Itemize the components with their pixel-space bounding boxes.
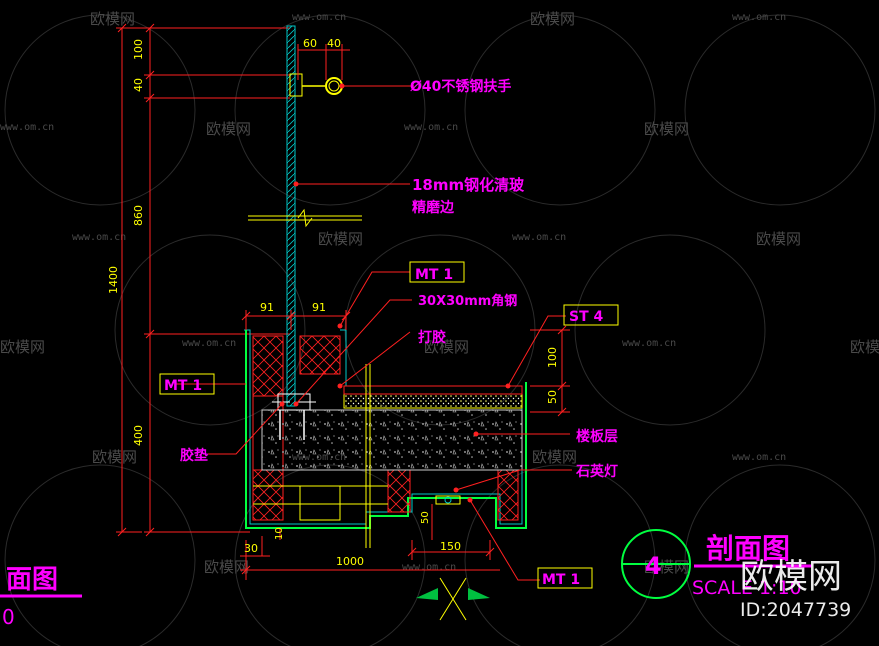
handrail-label: Ø40不锈钢扶手 bbox=[410, 78, 511, 95]
brand-id: ID:2047739 bbox=[740, 599, 851, 621]
dim-50-right: 50 bbox=[546, 390, 559, 404]
right-scale: SCALE 1:10 bbox=[692, 577, 802, 599]
dim-50-bottom: 50 bbox=[420, 511, 431, 524]
left-title-block: 面图 0 bbox=[0, 565, 82, 629]
bottom-dimension bbox=[240, 504, 500, 580]
mt1-bottom-tag: MT 1 bbox=[542, 572, 580, 588]
dim-860: 860 bbox=[132, 205, 145, 226]
dim-150: 150 bbox=[440, 540, 461, 553]
right-title-block: 4 剖面图 SCALE 1:10 bbox=[621, 529, 812, 599]
glue-label: 打胶 bbox=[418, 329, 446, 346]
watermark-logo: 欧模网 bbox=[756, 230, 801, 248]
dim-40-h: 40 bbox=[327, 37, 341, 50]
rubber-pad-label: 胶垫 bbox=[180, 447, 208, 464]
dim-30: 30 bbox=[244, 542, 258, 555]
watermark-url: www.om.cn bbox=[622, 338, 676, 349]
annotation-labels: Ø40不锈钢扶手 18mm钢化清玻 精磨边 MT 1 30X30mm角钢 打胶 … bbox=[164, 78, 618, 588]
left-dimension-chain bbox=[116, 23, 290, 537]
watermark-url: www.om.cn bbox=[732, 12, 786, 23]
watermark-texts: 欧模网 欧模网 欧模网 欧模网 欧模网 欧模网 欧模网 欧模网 欧模网 欧模网 … bbox=[0, 10, 879, 576]
leader-lines bbox=[176, 85, 572, 581]
dim-91-left: 91 bbox=[260, 301, 274, 314]
glass-label-line2: 精磨边 bbox=[412, 199, 455, 216]
watermark-logo: 欧模网 bbox=[644, 120, 689, 138]
watermark-logo: 欧模网 bbox=[850, 338, 879, 356]
right-dimension bbox=[530, 325, 570, 417]
watermark-logo: 欧模网 bbox=[532, 448, 577, 466]
glass-label-line1: 18mm钢化清玻 bbox=[412, 176, 525, 194]
upstand-block bbox=[244, 329, 527, 548]
watermark-logo: 欧模网 bbox=[0, 338, 45, 356]
watermark-logo: 欧模网 bbox=[424, 338, 469, 356]
axis-marker bbox=[416, 577, 490, 621]
dim-91-right: 91 bbox=[312, 301, 326, 314]
brand-watermark: 欧模网 ID:2047739 bbox=[740, 557, 851, 621]
dim-10: 10 bbox=[274, 527, 285, 540]
brand-logo-text: 欧模网 bbox=[740, 557, 842, 597]
left-dimension-labels: 100 40 860 1400 400 bbox=[107, 39, 145, 446]
dim-100-right: 100 bbox=[546, 347, 559, 368]
watermark-url: www.om.cn bbox=[0, 122, 54, 133]
leader-dots bbox=[279, 83, 511, 503]
watermark-logo: 欧模网 bbox=[204, 558, 249, 576]
watermark-url: www.om.cn bbox=[732, 452, 786, 463]
st4-tag: ST 4 bbox=[569, 309, 604, 325]
left-scale: 0 bbox=[2, 605, 15, 629]
watermark-url: www.om.cn bbox=[512, 232, 566, 243]
watermark-logo: 欧模网 bbox=[318, 230, 363, 248]
angle-steel-label: 30X30mm角钢 bbox=[418, 293, 517, 309]
glass-panel bbox=[248, 25, 362, 407]
watermark-url: www.om.cn bbox=[404, 122, 458, 133]
mt1-top-tag: MT 1 bbox=[415, 267, 453, 283]
dim-400: 400 bbox=[132, 425, 145, 446]
dim-60: 60 bbox=[303, 37, 317, 50]
watermark-url: www.om.cn bbox=[72, 232, 126, 243]
right-title: 剖面图 bbox=[706, 532, 790, 565]
stone-lamp-label: 石英灯 bbox=[575, 463, 618, 480]
watermark-logo: 欧模网 bbox=[530, 10, 575, 28]
mt1-left-tag: MT 1 bbox=[164, 378, 202, 394]
svg-text:4: 4 bbox=[645, 552, 662, 580]
floor-slab-label: 楼板层 bbox=[576, 428, 618, 445]
watermark-logo: 欧模网 bbox=[206, 120, 251, 138]
dim-100: 100 bbox=[132, 39, 145, 60]
watermark-logo: 欧模网 bbox=[90, 10, 135, 28]
watermark-url: www.om.cn bbox=[402, 562, 456, 573]
handrail: 60 40 bbox=[289, 37, 350, 97]
dim-1000: 1000 bbox=[336, 555, 364, 568]
dim-1400: 1400 bbox=[107, 266, 120, 294]
label-boxes bbox=[159, 261, 619, 589]
watermark-url: www.om.cn bbox=[182, 338, 236, 349]
watermark-logo: 欧模网 bbox=[644, 558, 689, 576]
dim-40: 40 bbox=[132, 78, 145, 92]
left-title: 面图 bbox=[6, 565, 58, 595]
top-block-dimension bbox=[241, 310, 351, 330]
watermark-logo: 欧模网 bbox=[92, 448, 137, 466]
watermark-url: www.om.cn bbox=[292, 12, 346, 23]
